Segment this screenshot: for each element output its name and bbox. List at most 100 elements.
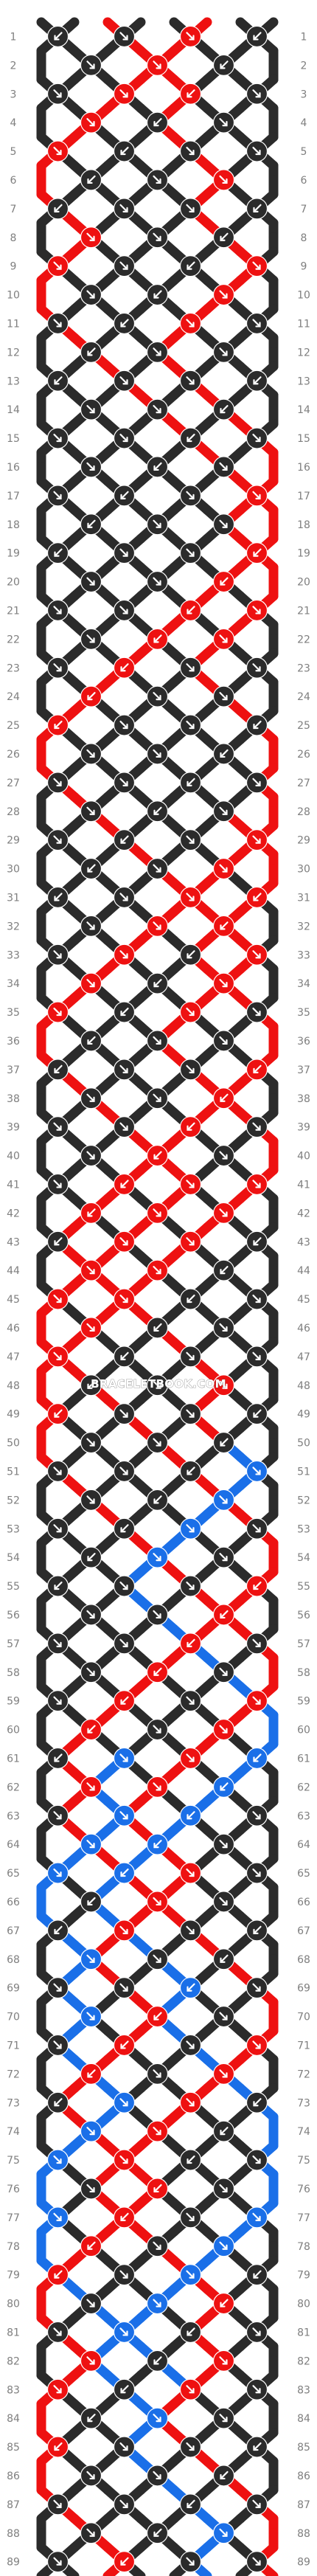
row-number-right: 50 — [297, 1438, 310, 1450]
backward-knot-arrow-icon — [253, 1581, 262, 1590]
forward-knot-arrow-icon — [153, 749, 161, 758]
knot — [179, 1403, 202, 1425]
backward-knot-arrow-icon — [220, 60, 229, 69]
row-number-right: 54 — [297, 1552, 310, 1564]
forward-knot-arrow-icon — [119, 1753, 128, 1762]
forward-knot-arrow-icon — [186, 2442, 195, 2451]
row-number-left: 6 — [10, 175, 17, 187]
knot — [146, 398, 169, 420]
forward-knot-arrow-icon — [252, 1007, 261, 1017]
forward-knot-arrow-icon — [252, 2155, 261, 2164]
knot — [46, 599, 69, 622]
row-number-right: 75 — [297, 2155, 310, 2167]
forward-knot-arrow-icon — [186, 2385, 195, 2394]
knot — [146, 685, 169, 707]
forward-knot-arrow-icon — [153, 1266, 161, 1275]
row-number-left: 85 — [7, 2442, 20, 2454]
forward-knot-arrow-icon — [86, 60, 95, 69]
knot — [113, 1116, 136, 1138]
forward-knot-arrow-icon — [153, 921, 161, 930]
row-number-left: 29 — [7, 835, 20, 847]
knot — [212, 169, 235, 191]
knot — [113, 944, 136, 966]
forward-knot-arrow-icon — [119, 376, 128, 385]
knot — [80, 628, 102, 650]
row-number-right: 14 — [297, 404, 310, 416]
knot — [80, 456, 102, 478]
backward-knot-arrow-icon — [253, 548, 262, 557]
forward-knot-arrow-icon — [252, 1180, 261, 1188]
row-number-left: 38 — [7, 1093, 20, 1105]
row-number-left: 5 — [10, 146, 17, 158]
forward-knot-arrow-icon — [53, 319, 62, 328]
knot — [46, 2493, 69, 2516]
forward-knot-arrow-icon — [186, 2270, 195, 2279]
forward-knot-arrow-icon — [119, 950, 128, 959]
knot — [113, 1403, 136, 1425]
forward-knot-arrow-icon — [252, 1868, 261, 1877]
knot — [46, 829, 69, 851]
knot — [146, 2120, 169, 2142]
forward-knot-arrow-icon — [86, 405, 95, 414]
row-number-right: 11 — [297, 318, 310, 330]
knot — [245, 1403, 268, 1425]
backward-knot-arrow-icon — [253, 204, 262, 212]
forward-knot-arrow-icon — [53, 950, 62, 959]
forward-knot-arrow-icon — [219, 1323, 228, 1332]
knot — [245, 2436, 268, 2458]
row-number-right: 88 — [297, 2528, 310, 2540]
forward-knot-arrow-icon — [153, 175, 161, 184]
forward-knot-arrow-icon — [119, 204, 128, 212]
knot — [46, 2436, 69, 2458]
forward-knot-arrow-icon — [252, 1524, 261, 1533]
backward-knot-arrow-icon — [87, 2069, 96, 2078]
forward-knot-arrow-icon — [86, 2528, 95, 2537]
knot — [80, 513, 102, 536]
forward-knot-arrow-icon — [186, 893, 195, 901]
knot — [46, 714, 69, 736]
backward-knot-arrow-icon — [220, 1093, 229, 1102]
knot — [113, 1977, 136, 1999]
knot — [212, 1202, 235, 1224]
forward-knot-arrow-icon — [252, 2557, 261, 2566]
forward-knot-arrow-icon — [86, 232, 95, 241]
backward-knot-arrow-icon — [187, 1294, 195, 1303]
forward-knot-arrow-icon — [119, 89, 128, 98]
knot — [146, 1891, 169, 1913]
knot — [212, 1891, 235, 1913]
knot — [46, 312, 69, 335]
forward-knot-arrow-icon — [219, 979, 228, 988]
forward-knot-arrow-icon — [86, 1954, 95, 1963]
knot — [113, 1230, 136, 1253]
knot — [212, 2178, 235, 2200]
forward-knot-arrow-icon — [186, 146, 195, 156]
knot — [212, 2292, 235, 2315]
backward-knot-arrow-icon — [253, 1753, 262, 1762]
knot — [80, 1604, 102, 1626]
forward-knot-arrow-icon — [119, 2327, 128, 2336]
forward-knot-arrow-icon — [86, 1495, 95, 1504]
backward-knot-arrow-icon — [187, 1811, 195, 1820]
forward-knot-arrow-icon — [219, 175, 228, 184]
row-number-left: 17 — [7, 491, 20, 502]
backward-knot-arrow-icon — [120, 1180, 129, 1188]
forward-knot-arrow-icon — [53, 1467, 62, 1475]
knot — [146, 1489, 169, 1511]
knot — [80, 2178, 102, 2200]
row-number-left: 81 — [7, 2327, 20, 2338]
knot — [245, 140, 268, 162]
knot — [245, 2034, 268, 2057]
forward-knot-arrow-icon — [119, 32, 128, 41]
backward-knot-arrow-icon — [187, 89, 195, 98]
forward-knot-arrow-icon — [86, 1610, 95, 1619]
knot — [179, 1804, 202, 1827]
row-number-right: 24 — [297, 691, 310, 703]
knot — [212, 1431, 235, 1454]
row-number-right: 23 — [297, 662, 310, 674]
knot — [46, 1919, 69, 1942]
backward-knot-arrow-icon — [120, 1868, 129, 1877]
row-number-left: 18 — [7, 519, 20, 531]
row-number-right: 63 — [297, 1810, 310, 1822]
row-number-left: 41 — [7, 1179, 20, 1191]
knot — [46, 2034, 69, 2057]
